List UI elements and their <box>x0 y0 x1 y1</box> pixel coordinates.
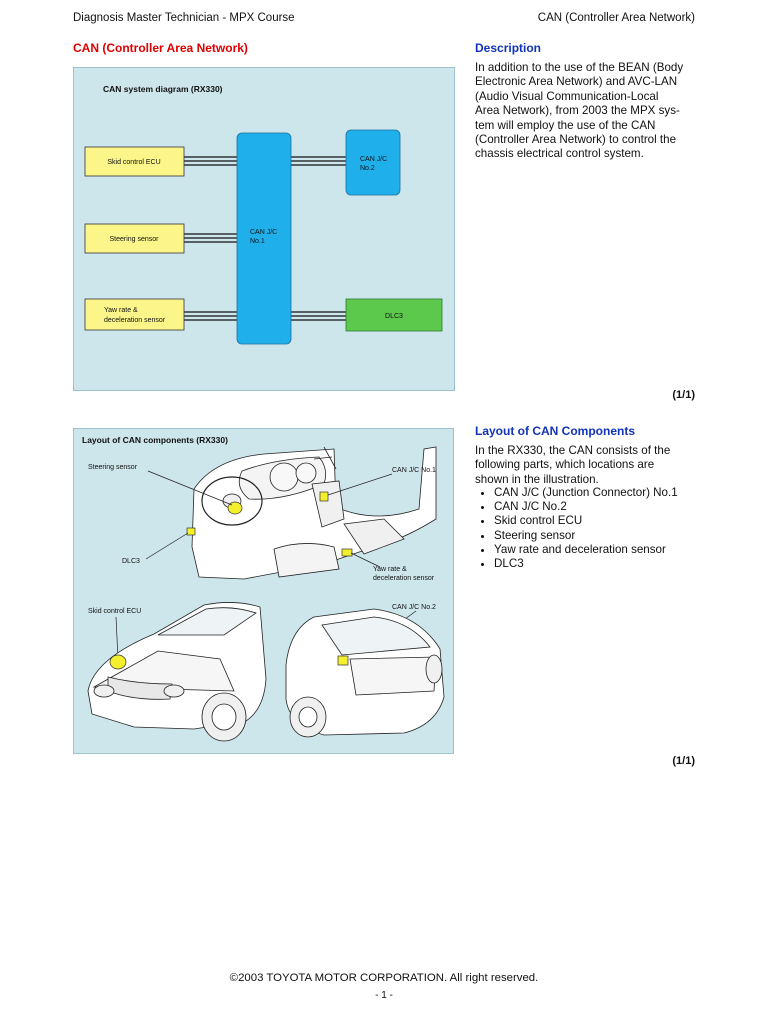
component-list-item: CAN J/C No.2 <box>494 500 734 514</box>
can-system-diagram: CAN system diagram (RX330) Skid control … <box>73 67 455 391</box>
label-skid-ecu: Skid control ECU <box>88 608 141 615</box>
component-list-item: CAN J/C (Junction Connector) No.1 <box>494 486 734 500</box>
dlc3-label: DLC3 <box>385 313 403 320</box>
interior-illustration <box>191 446 437 580</box>
layout-title: Layout of CAN Components <box>475 424 635 438</box>
steering-sensor-box <box>84 223 185 254</box>
dlc3-marker <box>186 527 196 536</box>
footer-page-number: - 1 - <box>375 990 393 1001</box>
component-list-item: DLC3 <box>494 557 734 571</box>
component-list: CAN J/C (Junction Connector) No.1 CAN J/… <box>475 486 734 571</box>
front-car-illustration <box>87 602 267 742</box>
skid-ecu-marker <box>109 654 127 670</box>
label-steering-sensor: Steering sensor <box>88 464 138 471</box>
components-svg: Layout of CAN components (RX330) <box>82 435 445 742</box>
header-left: Diagnosis Master Technician - MPX Course <box>73 12 295 24</box>
rear-car-illustration <box>285 608 445 738</box>
layout-intro-line: shown in the illustration. <box>475 472 599 486</box>
component-list-item: Yaw rate and deceleration sensor <box>494 543 734 557</box>
label-yaw-1: Yaw rate & <box>373 566 407 573</box>
yaw-sensor-marker <box>341 548 353 557</box>
layout-intro-line: following parts, which locations are <box>475 458 655 472</box>
can-jc2-label-1: CAN J/C <box>360 156 387 163</box>
can-components-figure: Layout of CAN components (RX330) <box>73 428 454 754</box>
can-diagram-svg: CAN system diagram (RX330) Skid control … <box>84 84 443 345</box>
yaw-sensor-label-2: deceleration sensor <box>104 317 166 324</box>
can-jc1-box <box>236 132 292 345</box>
dlc3-box <box>345 298 443 332</box>
diagram-caption: CAN system diagram (RX330) <box>103 84 223 94</box>
description-line: tem will employ the use of the CAN <box>475 118 656 132</box>
can-jc2-marker <box>337 655 349 666</box>
yaw-sensor-label-1: Yaw rate & <box>104 307 138 314</box>
steering-sensor-marker <box>227 501 243 515</box>
label-yaw-2: deceleration sensor <box>373 575 435 582</box>
description-line: (Controller Area Network) to control the <box>475 133 677 147</box>
can-jc1-marker <box>319 491 329 502</box>
can-jc1-label-1: CAN J/C <box>250 229 277 236</box>
skid-ecu-label: Skid control ECU <box>107 159 160 166</box>
steering-sensor-label: Steering sensor <box>109 236 159 243</box>
can-jc2-box <box>345 129 401 196</box>
description-text: In addition to the use of the BEAN (Body… <box>475 61 705 162</box>
description-line: (Audio Visual Communication-Local <box>475 89 659 103</box>
footer-copyright: ©2003 TOYOTA MOTOR CORPORATION. All righ… <box>229 972 539 984</box>
component-list-item: Steering sensor <box>494 529 734 543</box>
label-can-jc1: CAN J/C No.1 <box>392 467 436 474</box>
component-list-item: Skid control ECU <box>494 514 734 528</box>
label-can-jc2: CAN J/C No.2 <box>392 604 436 611</box>
can-jc1-label-2: No.1 <box>250 238 265 245</box>
header-right: CAN (Controller Area Network) <box>537 12 695 24</box>
description-line: Electronic Area Network) and AVC-LAN <box>475 75 678 89</box>
label-dlc3: DLC3 <box>122 558 140 565</box>
description-line: Area Network), from 2003 the MPX sys- <box>475 104 680 118</box>
pager-2: (1/1) <box>672 755 695 767</box>
layout-intro-line: In the RX330, the CAN consists of the <box>475 444 671 457</box>
section-title-can: CAN (Controller Area Network) <box>73 41 248 55</box>
bus-wires <box>184 156 346 321</box>
components-caption: Layout of CAN components (RX330) <box>82 435 228 445</box>
description-title: Description <box>475 41 542 55</box>
layout-intro: In the RX330, the CAN consists of the fo… <box>475 444 705 487</box>
pager-1: (1/1) <box>672 389 695 401</box>
can-jc2-label-2: No.2 <box>360 165 375 172</box>
yaw-sensor-box <box>84 298 185 331</box>
description-line: chassis electrical control system. <box>475 147 644 161</box>
skid-ecu-box <box>84 146 185 177</box>
description-line: In addition to the use of the BEAN (Body <box>475 61 684 74</box>
